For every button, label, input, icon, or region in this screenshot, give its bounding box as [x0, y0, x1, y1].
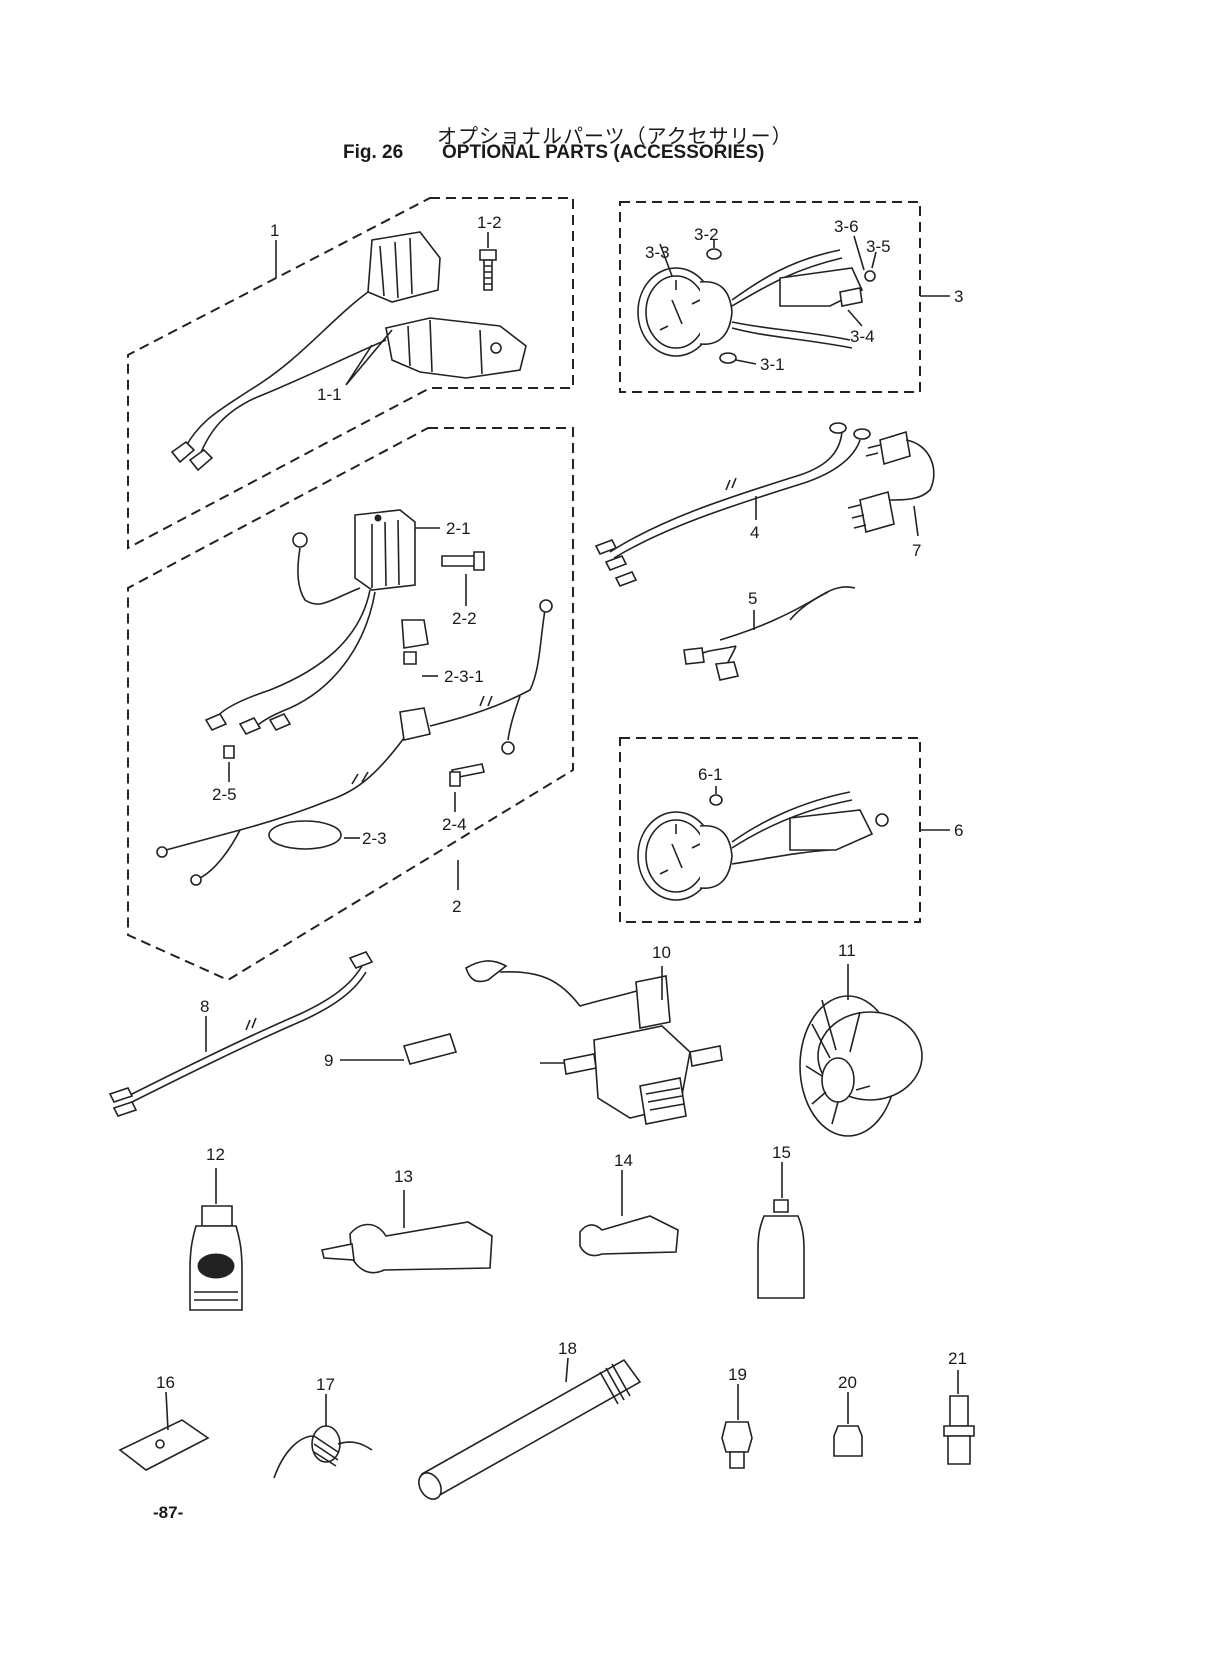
- callout-2-3: 2-3: [362, 829, 387, 848]
- part-15-bottle: [757, 1162, 805, 1299]
- figure-title-japanese: オプショナルパーツ（アクセサリー）: [437, 124, 793, 148]
- part-4-harness: [594, 422, 871, 588]
- callout-17: 17: [316, 1375, 335, 1394]
- part-10-fuel-pump: [465, 960, 723, 1125]
- part-18-shaft: [418, 1357, 642, 1500]
- callout-9: 9: [324, 1051, 333, 1070]
- callout-2: 2: [452, 897, 461, 916]
- part-19-fitting: [721, 1384, 753, 1469]
- callout-8: 8: [200, 997, 209, 1016]
- callout-3: 3: [954, 287, 963, 306]
- callout-3-5: 3-5: [866, 237, 891, 256]
- callout-3-6: 3-6: [834, 217, 859, 236]
- part-3-2-clip: [706, 240, 722, 260]
- part-2-3-harness: [156, 599, 553, 886]
- part-2-4-bolt: [449, 763, 485, 812]
- part-7-plugs: [847, 430, 935, 537]
- callout-10: 10: [652, 943, 671, 962]
- callout-16: 16: [156, 1373, 175, 1392]
- part-2-2-bolt: [441, 551, 485, 606]
- part-2-1-rectifier: [204, 509, 440, 736]
- figure-number: Fig. 26: [343, 142, 404, 163]
- part-13-tube: [321, 1190, 493, 1274]
- callout-1-1: 1-1: [317, 385, 342, 404]
- callout-3-1: 3-1: [760, 355, 785, 374]
- callout-3-4: 3-4: [850, 327, 875, 346]
- callout-3-3: 3-3: [645, 243, 670, 262]
- callout-5: 5: [748, 589, 757, 608]
- page-number: -87-: [153, 1503, 184, 1522]
- callout-2-1: 2-1: [446, 519, 471, 538]
- part-8-harness: [108, 951, 374, 1117]
- part-14-tube: [579, 1170, 679, 1257]
- part-1-2-bolt: [479, 232, 497, 291]
- callout-18: 18: [558, 1339, 577, 1358]
- callout-6-1: 6-1: [698, 765, 723, 784]
- callout-19: 19: [728, 1365, 747, 1384]
- part-9-cap: [340, 1033, 458, 1065]
- callout-4: 4: [750, 523, 759, 542]
- callout-14: 14: [614, 1151, 633, 1170]
- part-1-1-ignition-coil: [170, 231, 527, 472]
- callout-1-2: 1-2: [477, 213, 502, 232]
- callout-6: 6: [954, 821, 963, 840]
- callout-13: 13: [394, 1167, 413, 1186]
- callout-20: 20: [838, 1373, 857, 1392]
- group-3-box: [619, 201, 921, 393]
- part-12-bottle: [189, 1168, 243, 1311]
- callout-2-4: 2-4: [442, 815, 467, 834]
- part-5-harness: [683, 586, 856, 681]
- part-6-gauge: [637, 786, 889, 901]
- callout-7: 7: [912, 541, 921, 560]
- part-3-1-clip: [719, 352, 757, 365]
- part-16-plate: [118, 1391, 210, 1471]
- callout-2-2: 2-2: [452, 609, 477, 628]
- callout-15: 15: [772, 1143, 791, 1162]
- part-21-fitting: [943, 1370, 975, 1465]
- figure-title-english: OPTIONAL PARTS (ACCESSORIES): [442, 142, 765, 163]
- group-1-box: [127, 197, 574, 550]
- callout-2-5: 2-5: [212, 785, 237, 804]
- part-17-spring: [273, 1394, 373, 1479]
- callout-11: 11: [838, 941, 856, 960]
- callout-21: 21: [948, 1349, 967, 1368]
- part-20-nut: [833, 1392, 863, 1457]
- part-3-3-gauge: [637, 249, 876, 357]
- callout-12: 12: [206, 1145, 225, 1164]
- part-11-fan: [799, 964, 923, 1137]
- callout-1: 1: [270, 221, 279, 240]
- group-2-box: [127, 427, 574, 982]
- part-2-5-cap: [223, 745, 235, 782]
- callout-2-3-1: 2-3-1: [444, 667, 484, 686]
- callout-3-2: 3-2: [694, 225, 719, 244]
